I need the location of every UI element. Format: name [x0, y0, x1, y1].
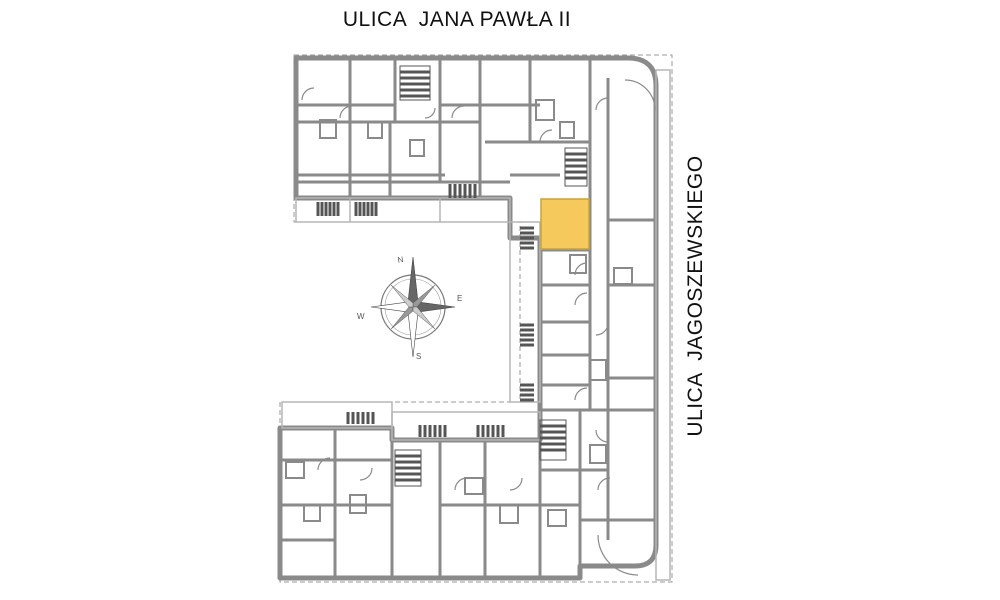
compass-n: N — [397, 255, 404, 265]
street-label-north: ULICA JANA PAWŁA II — [342, 8, 572, 31]
fixtures — [285, 99, 633, 527]
compass-e: E — [457, 294, 462, 303]
compass-s: S — [416, 352, 421, 361]
stair-balcony-2 — [354, 202, 378, 216]
stair-south-balc-2 — [418, 425, 447, 437]
stair-south-2 — [394, 449, 422, 487]
stair-north-2 — [564, 147, 588, 187]
terraces — [281, 69, 671, 581]
interior-walls — [280, 58, 656, 578]
stair-east-2 — [520, 323, 534, 347]
stair-east-1 — [520, 226, 534, 250]
stair-east-3 — [520, 383, 534, 402]
compass-rose: N E S W — [357, 255, 462, 361]
stair-balcony-3 — [448, 184, 477, 198]
stair-south-1 — [539, 419, 567, 461]
stairwells — [316, 65, 588, 487]
highlighted-unit[interactable] — [540, 198, 590, 250]
stair-south-balc-3 — [476, 425, 505, 437]
compass-w: W — [357, 312, 365, 321]
door-swings — [301, 79, 656, 576]
stair-north-1 — [399, 65, 431, 101]
stair-south-balc-1 — [346, 412, 375, 424]
stair-balcony-1 — [316, 202, 340, 216]
property-boundary — [279, 54, 673, 583]
